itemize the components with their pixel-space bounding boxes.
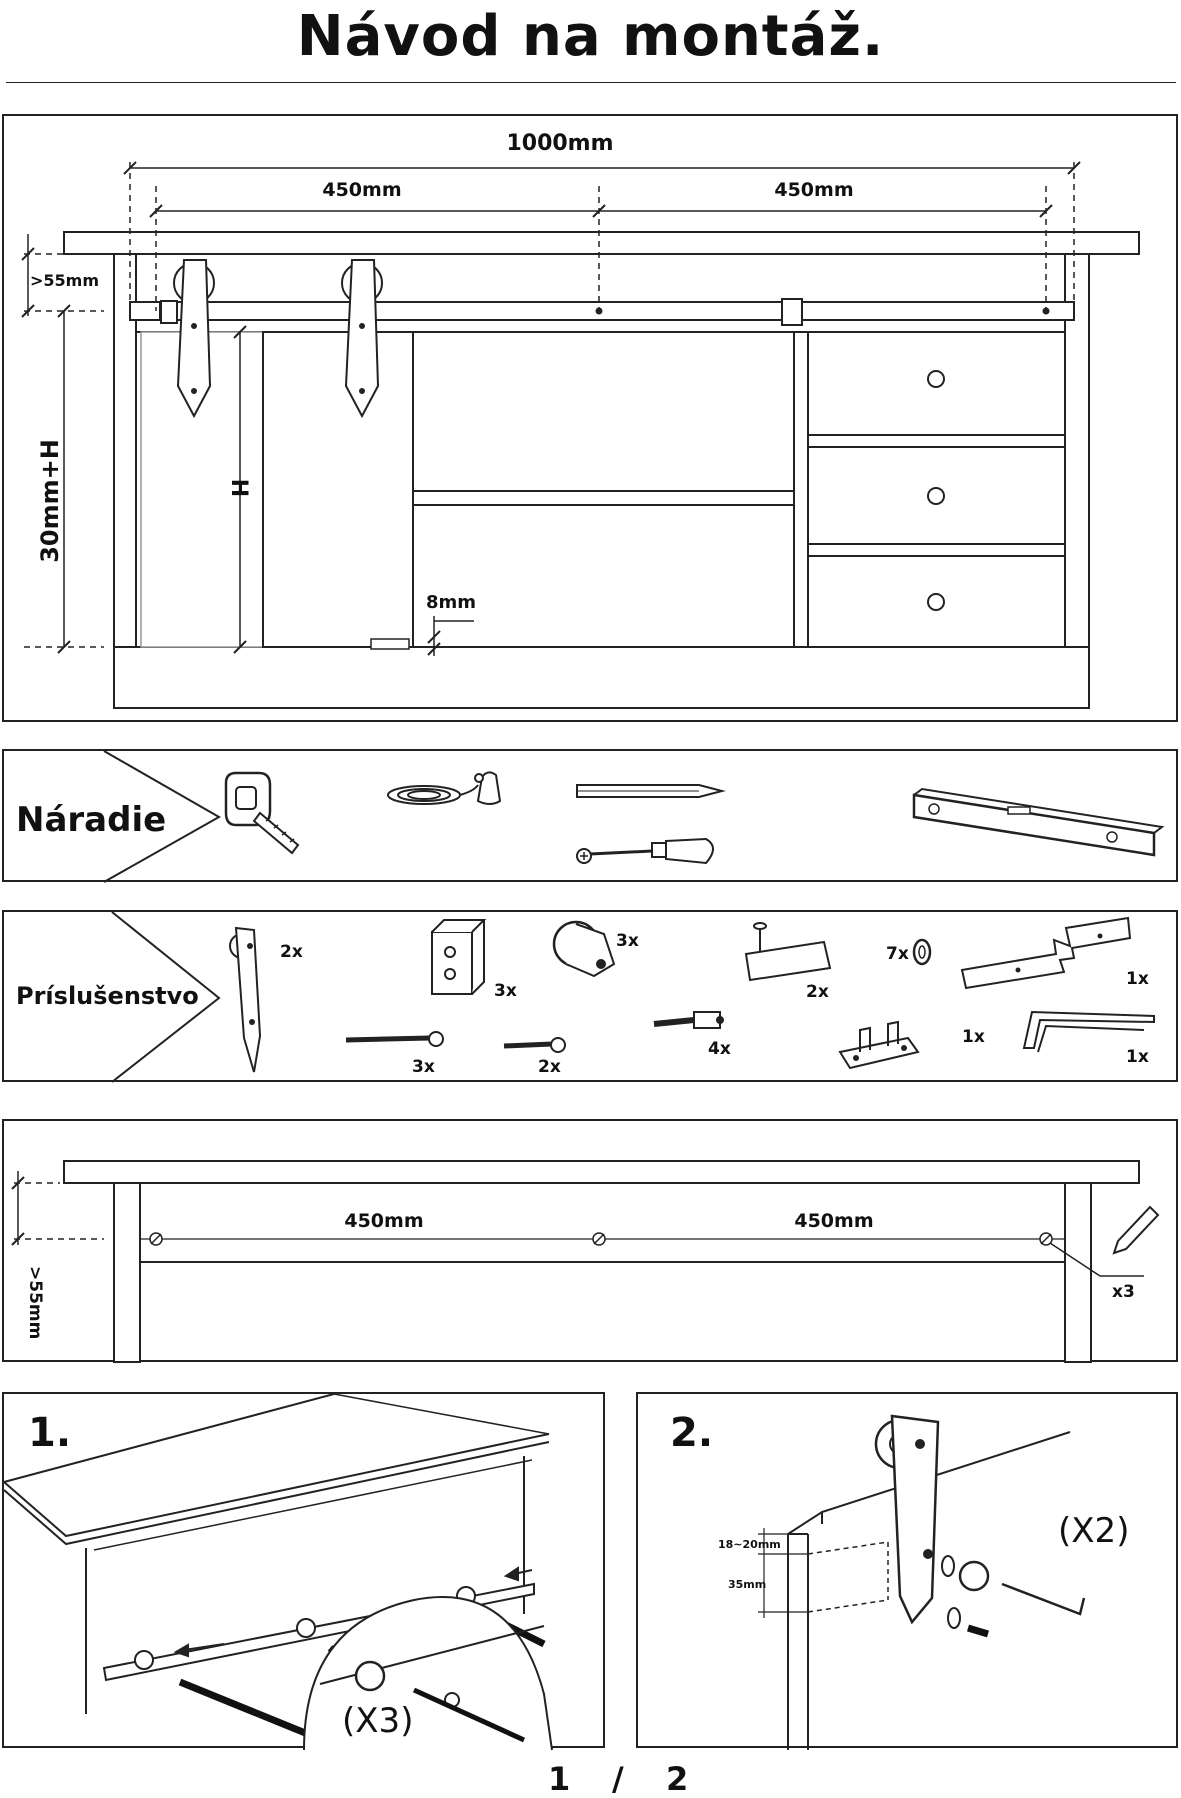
step1-number: 1.: [28, 1410, 71, 1456]
floor-gap-label: 8mm: [426, 592, 476, 613]
chalk-line-icon: [387, 771, 502, 805]
door-height-label: H: [226, 479, 251, 497]
left-half-label: 450mm: [322, 179, 401, 201]
drawer-knob: [927, 370, 945, 388]
stopper-icon: [744, 922, 832, 982]
qty-floor-guide: 1x: [962, 1027, 985, 1047]
hanger-right: [341, 259, 383, 419]
mark-gap-label: >55mm: [25, 1266, 45, 1339]
step2-panel: 2. 18~20mm 35mm (X2): [636, 1392, 1178, 1750]
mark-right-label: 450mm: [794, 1210, 873, 1232]
step1-illustration: 1. (X3): [3, 1393, 553, 1751]
drawer-knob: [927, 487, 945, 505]
drill-marks: [149, 1232, 1053, 1246]
spacer-icon: [552, 920, 616, 978]
total-width-label: 1000mm: [506, 131, 613, 156]
door-right: [262, 331, 414, 648]
tools-panel: Náradie: [2, 749, 1178, 883]
qty-short-screw: 2x: [538, 1057, 561, 1077]
long-screw-icon: [345, 1031, 444, 1047]
dimension-diagram: 1000mm 450mm 450mm >55mm 30mm+H H 8mm: [21, 131, 1140, 709]
top-offset-label: 18~20mm: [718, 1538, 781, 1551]
qty-stopper: 2x: [806, 982, 829, 1002]
spirit-level-icon: [912, 787, 1165, 857]
qty-hanger-strap: 2x: [280, 942, 303, 962]
tools-heading: Náradie: [16, 800, 166, 840]
step2-number: 2.: [670, 1410, 713, 1456]
hex-key-icon: [1022, 1010, 1155, 1053]
marking-diagram: 450mm 450mm >55mm x3: [11, 1160, 1160, 1363]
tape-measure-icon: [224, 771, 300, 855]
step2-illustration: 2. 18~20mm 35mm (X2): [670, 1410, 1129, 1750]
top-gap-label: >55mm: [30, 271, 99, 290]
qty-hex-key: 1x: [1126, 1047, 1149, 1067]
title-divider: [6, 82, 1176, 83]
page-number-total: 2: [666, 1760, 689, 1798]
top-board: [63, 1160, 1140, 1184]
screwdriver-icon: [576, 837, 714, 865]
rail-icon: [960, 916, 1132, 990]
page-number-separator: /: [612, 1760, 624, 1798]
floor-guide-icon: [838, 1020, 920, 1070]
pencil-icon: [1112, 1205, 1160, 1255]
qty-washer: 7x: [886, 944, 909, 964]
step1-repeat: (X3): [342, 1701, 413, 1741]
marking-panel: 450mm 450mm >55mm x3: [2, 1119, 1178, 1363]
drawer-knob: [927, 593, 945, 611]
shelf: [412, 490, 797, 506]
rail-joint: [781, 298, 803, 326]
page-title: Návod na montáž.: [296, 4, 885, 69]
washer-icon: [912, 938, 932, 966]
spacing-label: 35mm: [728, 1578, 766, 1591]
right-half-label: 450mm: [774, 179, 853, 201]
qty-rail-joint: 3x: [494, 981, 517, 1001]
base-plinth: [113, 646, 1090, 709]
short-screw-icon: [503, 1037, 566, 1053]
step2-repeat: (X2): [1058, 1511, 1129, 1551]
socket-bolt-icon: [653, 1011, 724, 1029]
height-label: 30mm+H: [36, 439, 64, 563]
rail-joint-icon: [431, 919, 487, 995]
qty-rail: 1x: [1126, 969, 1149, 989]
floor-guide: [370, 638, 410, 650]
spacer-detail: [354, 1660, 386, 1692]
qty-long-screw: 3x: [412, 1057, 435, 1077]
tools-illustration: Náradie: [16, 750, 1165, 883]
accessories-illustration: Príslušenstvo 2x 3x 3x 2x: [16, 911, 1155, 1083]
accessories-panel: Príslušenstvo 2x 3x 3x 2x: [2, 910, 1178, 1083]
mark-count-label: x3: [1112, 1282, 1135, 1302]
top-board: [63, 231, 1140, 255]
divider: [793, 331, 809, 648]
page-number-current: 1: [548, 1760, 571, 1798]
rail-stop-block: [160, 300, 178, 324]
hanger-strap-icon: [229, 926, 262, 1073]
qty-spacer: 3x: [616, 931, 639, 951]
accessories-heading: Príslušenstvo: [16, 982, 199, 1010]
qty-socket-bolt: 4x: [708, 1039, 731, 1059]
dimension-diagram-panel: 1000mm 450mm 450mm >55mm 30mm+H H 8mm: [2, 114, 1178, 722]
pencil-icon: [576, 784, 726, 798]
step1-panel: 1. (X3): [2, 1392, 605, 1751]
mark-left-label: 450mm: [344, 1210, 423, 1232]
hanger-left: [173, 259, 215, 419]
hanger-detail: [874, 1414, 940, 1625]
